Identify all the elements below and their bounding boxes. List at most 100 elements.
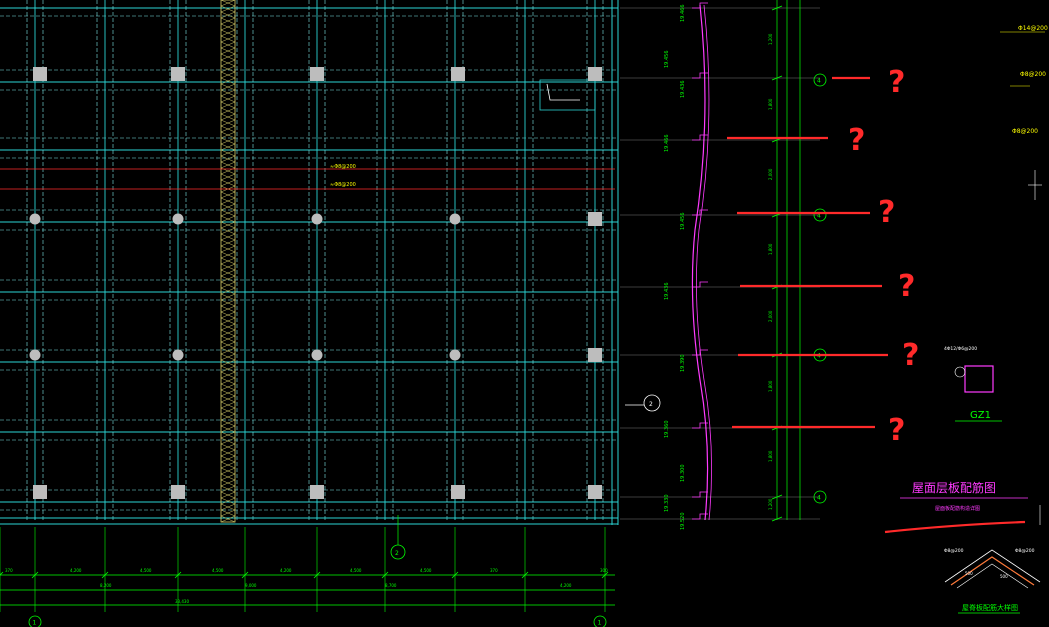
hatch-outline	[220, 0, 236, 523]
question-mark: ?	[898, 269, 915, 304]
axis-bubble	[813, 490, 827, 504]
hatch-stroke	[220, 443, 236, 451]
hatch-stroke	[220, 425, 236, 433]
hatch-stroke	[220, 23, 236, 31]
hatch-stroke	[220, 383, 236, 391]
hatch-stroke	[220, 515, 236, 523]
question-mark: ?	[888, 413, 905, 448]
dim-tick	[31, 571, 39, 579]
vertical-dim-label: 2,000	[768, 310, 773, 322]
detail-hook	[546, 83, 580, 101]
bottom-dim-label: 4,500	[212, 568, 224, 573]
hatch-stroke	[220, 509, 236, 517]
hatch-stroke	[220, 149, 236, 157]
hatch-stroke	[220, 155, 236, 163]
hatch-stroke	[220, 491, 236, 499]
hatch-stroke	[220, 197, 236, 205]
column-round	[29, 349, 41, 361]
red-question-annotations: ??????	[727, 65, 1026, 534]
bottom-dim-label: 300	[600, 568, 608, 573]
ridge-inner	[956, 563, 1029, 589]
gz1-marker	[954, 366, 966, 378]
dim-tick	[174, 571, 182, 579]
hatch-stroke	[220, 461, 236, 469]
hatch-stroke	[220, 107, 236, 115]
hatch-stroke	[220, 131, 236, 139]
vertical-dim-label: 2,000	[768, 168, 773, 180]
upper-rebar-notes: ≈Φ8@200 ≈Φ8@200	[330, 164, 356, 188]
hatch-stroke	[220, 245, 236, 253]
column-round	[449, 213, 461, 225]
hatch-stroke	[220, 341, 236, 349]
detail-box	[539, 79, 596, 111]
hatch-stroke	[220, 401, 236, 409]
section-step	[692, 134, 708, 141]
columns-layer	[29, 67, 602, 499]
ridge-dim: 500	[1000, 574, 1008, 579]
roof-profile-inner	[696, 4, 712, 521]
axis-bubble-label: 4	[817, 78, 821, 85]
elevation-label: 19.456	[680, 213, 686, 231]
ridge-title: 屋脊板配筋大样图	[962, 603, 1018, 612]
question-mark: ?	[888, 65, 905, 100]
bottom-dim-label: 4,500	[350, 568, 362, 573]
hatch-stroke	[220, 89, 236, 97]
hatch-stroke	[220, 29, 236, 37]
elevation-label: 19.390	[680, 355, 686, 373]
dim-tick	[451, 571, 459, 579]
ridge-dim: 500	[965, 571, 973, 576]
column-square	[33, 67, 47, 81]
hatch-stroke	[220, 305, 236, 313]
bottom-dim-label: 370	[490, 568, 498, 573]
hatch-stroke	[220, 179, 236, 187]
column-round	[172, 349, 184, 361]
section-step	[692, 422, 708, 429]
plan-subtitle: 屋面板配筋构造详图	[935, 505, 980, 512]
dim-tick	[101, 571, 109, 579]
hatch-stroke	[220, 227, 236, 235]
axis-bubble	[28, 615, 42, 627]
hatch-stroke	[220, 239, 236, 247]
vertical-dim-label: 1,200	[768, 33, 773, 45]
rebar-note-2: ≈Φ8@200	[330, 182, 356, 188]
vertical-dim-label: 1,200	[768, 498, 773, 510]
hatch-stroke	[220, 11, 236, 19]
hatch-stroke	[220, 101, 236, 109]
column-square	[310, 485, 324, 499]
hatch-stroke	[220, 503, 236, 511]
red-reference-lines	[0, 168, 615, 190]
hatch-stroke	[220, 371, 236, 379]
bottom-dim-label-row2: 8,200	[100, 583, 112, 588]
vertical-dim-label: 1,800	[768, 243, 773, 255]
hatch-stroke	[220, 209, 236, 217]
hatch-stroke	[220, 215, 236, 223]
hatch-stroke	[220, 83, 236, 91]
rebar-note: Φ8@200	[1020, 71, 1046, 78]
elevation-label: 19.360	[664, 421, 670, 439]
dim-tick	[241, 571, 249, 579]
hatch-stroke	[220, 365, 236, 373]
hatch-stroke	[220, 479, 236, 487]
hatch-stroke	[220, 137, 236, 145]
dim-tick	[771, 75, 783, 81]
axis-bubble-label: 1	[33, 620, 37, 627]
hatch-stroke	[220, 377, 236, 385]
hatch-stroke	[220, 35, 236, 43]
bottom-dim-label: 4,200	[280, 568, 292, 573]
section-bubble-label: 2	[649, 401, 653, 408]
column-square	[33, 485, 47, 499]
rebar-note: Φ14@200	[1018, 25, 1048, 32]
section-step	[692, 281, 708, 288]
hatch-stroke	[220, 125, 236, 133]
hatch-stroke	[220, 407, 236, 415]
column-round	[311, 213, 323, 225]
column-square	[588, 67, 602, 81]
bottom-dim-label-total: 33,430	[175, 599, 189, 604]
axis-bubble-label: 4	[817, 213, 821, 220]
dim-tick	[771, 494, 783, 500]
column-square	[588, 348, 602, 362]
hatch-stroke	[220, 353, 236, 361]
elevation-label: 19.436	[680, 81, 686, 99]
